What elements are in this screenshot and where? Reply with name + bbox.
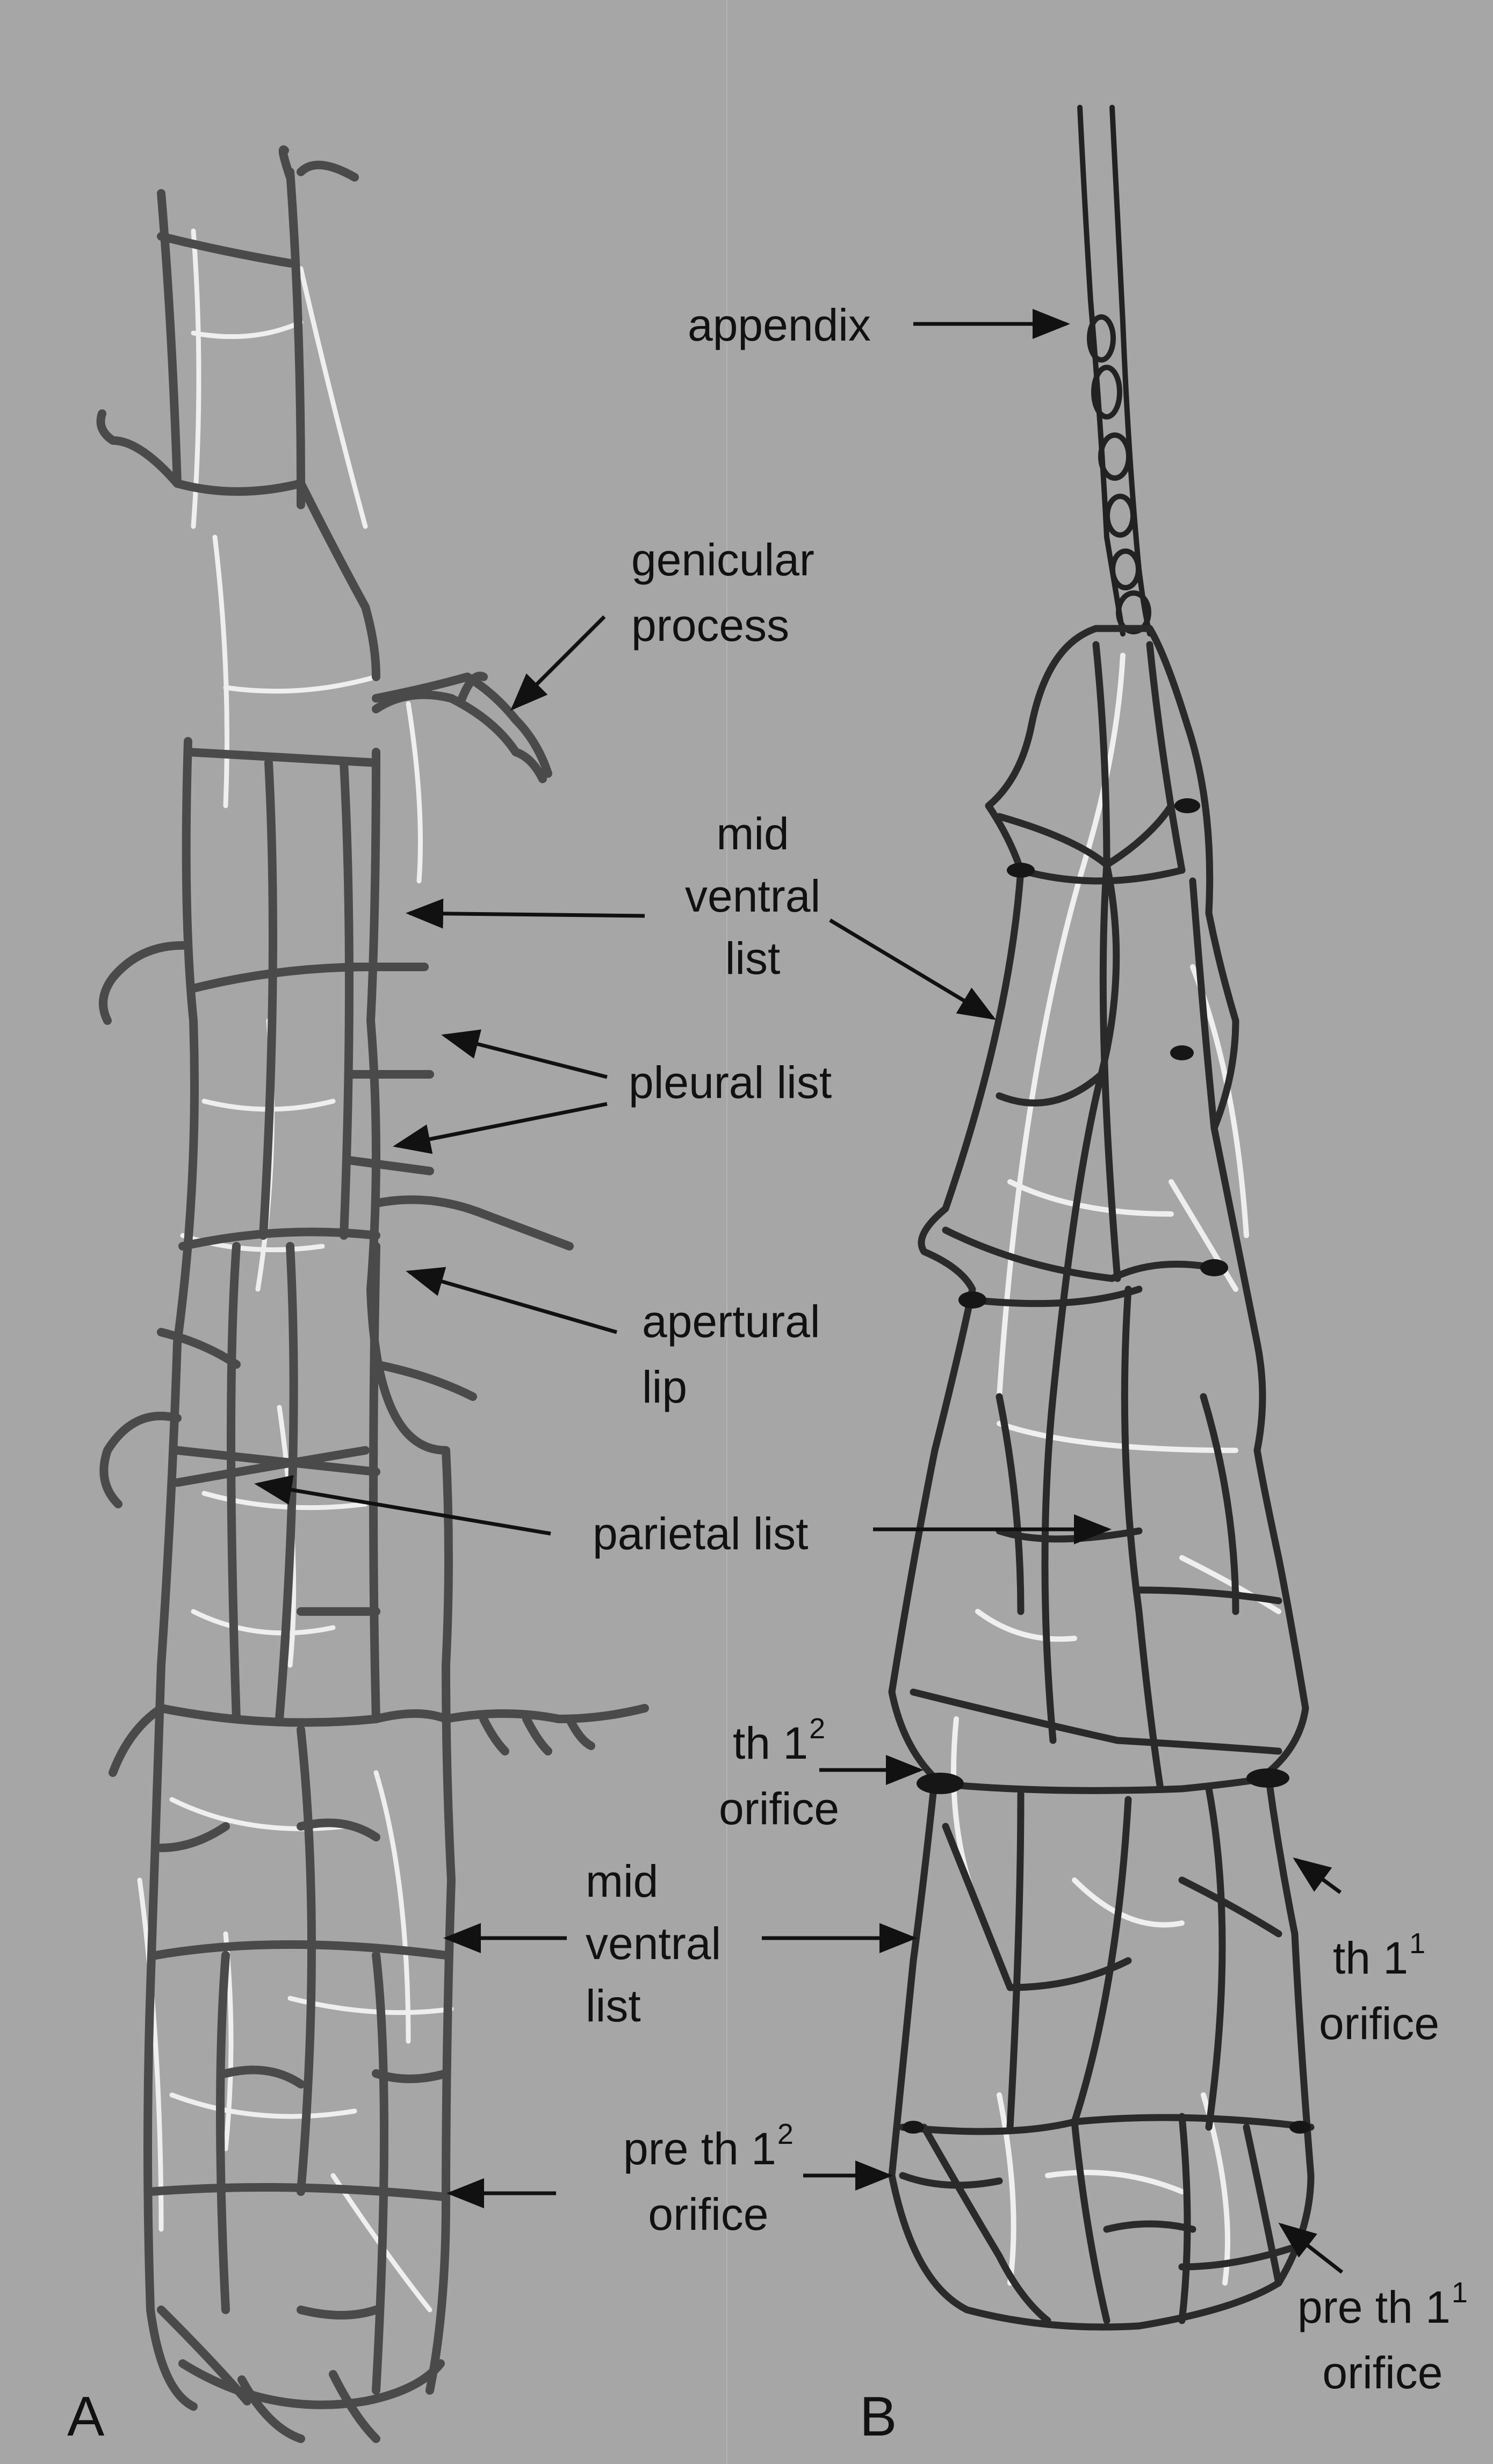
arrow-pre-th11-orifice bbox=[1278, 2222, 1344, 2274]
arrow-th11-orifice bbox=[1293, 1857, 1342, 1894]
label-pre-th11-orifice-text: orifice bbox=[1322, 2347, 1443, 2398]
specimen-b bbox=[888, 105, 1315, 2331]
arrow-pleural-list-2 bbox=[393, 1102, 608, 1154]
label-th11-text: th 1 bbox=[1332, 1933, 1409, 1983]
label-pre-th11-orifice: pre th 11 orifice bbox=[1297, 2275, 1468, 2406]
label-pre-th11-superscript: 1 bbox=[1451, 2277, 1468, 2309]
label-th11-orifice: th 11 orifice bbox=[1319, 1926, 1439, 2057]
label-pre-th12-superscript: 2 bbox=[777, 2118, 794, 2150]
label-apertural-lip: apertural lip bbox=[642, 1296, 820, 1412]
label-pre-th12-orifice-text: orifice bbox=[648, 2188, 769, 2239]
panel-label-b: B bbox=[860, 2386, 897, 2448]
label-th11-orifice-text: orifice bbox=[1319, 1998, 1440, 2049]
label-appendix: appendix bbox=[688, 300, 871, 350]
label-th12-superscript: 2 bbox=[809, 1712, 826, 1745]
label-parietal-list: parietal list bbox=[593, 1508, 809, 1559]
arrow-mid-ventral-list-top-a bbox=[406, 898, 645, 929]
arrow-pleural-list-1 bbox=[441, 1029, 608, 1079]
label-th12-orifice-text: orifice bbox=[719, 1783, 840, 1834]
arrow-parietal-list-a bbox=[254, 1475, 551, 1536]
arrow-mid-ventral-list-b bbox=[829, 918, 997, 1020]
label-mid-ventral-list-b: mid ventral list bbox=[685, 808, 821, 984]
panel-label-a: A bbox=[67, 2386, 105, 2448]
label-pre-th12-orifice: pre th 12 orifice bbox=[623, 2116, 794, 2248]
label-genicular-process: genicular process bbox=[631, 534, 814, 651]
arrow-apertural-lip bbox=[406, 1267, 617, 1334]
label-mid-ventral-list-a: mid ventral list bbox=[586, 1856, 722, 2031]
label-pleural-list: pleural list bbox=[629, 1057, 832, 1108]
specimen-a bbox=[96, 145, 649, 2443]
label-th12-orifice: th 12 orifice bbox=[719, 1711, 839, 1842]
label-pre-th11-text: pre th 1 bbox=[1297, 2282, 1451, 2332]
arrow-genicular-process bbox=[510, 615, 606, 711]
label-th11-superscript: 1 bbox=[1409, 1927, 1426, 1960]
label-th12-text: th 1 bbox=[732, 1718, 809, 1768]
label-pre-th12-text: pre th 1 bbox=[623, 2123, 776, 2174]
panel-divider bbox=[726, 0, 727, 2464]
annotation-arrows bbox=[254, 309, 1344, 2274]
